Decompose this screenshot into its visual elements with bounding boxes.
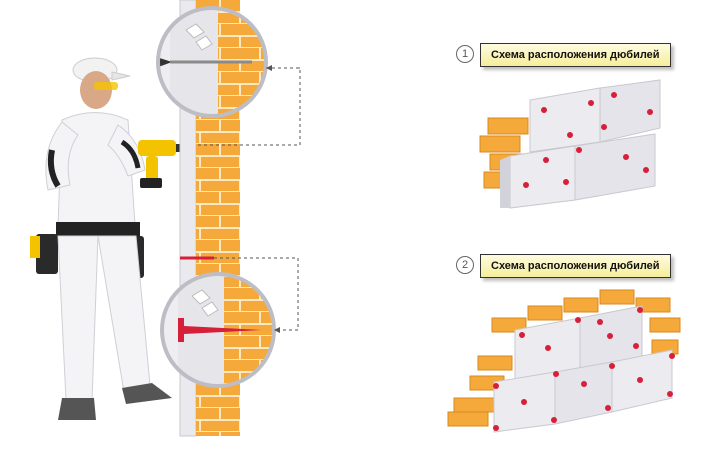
tool-belt [56,222,140,236]
scheme-2-number: 2 [456,256,474,274]
dowel-dots [493,307,675,431]
scheme-2-label: Схема расположения дюбилей [480,254,671,278]
insulation-mark-icon [191,289,219,317]
magnifier-drilling [156,6,268,118]
insulation-mark-icon [185,23,213,51]
magnifier-dowel [160,272,276,388]
scheme-2-illustration [447,289,681,433]
scheme-1-number: 1 [456,45,474,63]
scheme-1-illustration [479,79,661,209]
boot-right [122,383,172,404]
safety-glasses [94,82,118,90]
boot-left [58,398,96,420]
dowel-icon [184,326,262,334]
callout-lines [196,67,301,331]
dowel-dots [523,92,653,188]
scheme-1-label: Схема расположения дюбилей [480,43,671,67]
